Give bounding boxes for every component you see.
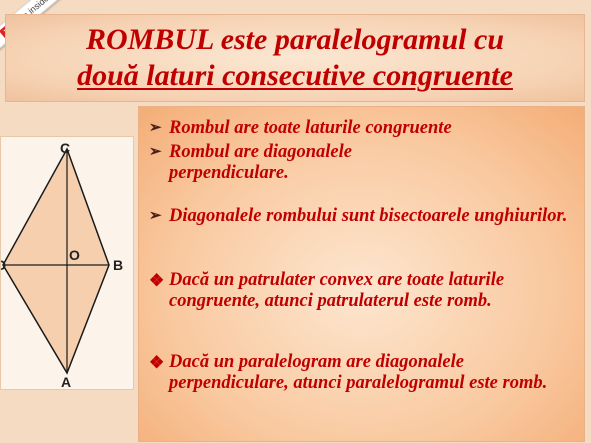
vertex-c-label: C (60, 140, 70, 156)
diamond-bullet-icon: ❖ (149, 271, 165, 290)
property-item: ➢ Diagonalele rombului sunt bisectoarele… (149, 206, 581, 227)
center-o-label: O (69, 247, 80, 263)
arrow-bullet-icon: ➢ (149, 120, 162, 136)
property-text: Rombul are diagonalele perpendiculare. (169, 142, 352, 183)
theorem-item: ❖ Dacă un patrulater convex are toate la… (149, 270, 581, 312)
rhombus-figure: C O D B A (0, 136, 134, 390)
rhombus-shape (2, 147, 110, 375)
property-item: ➢ Rombul are diagonalele perpendiculare. (149, 142, 581, 184)
vertex-d-label: D (1, 257, 6, 273)
title-banner: ROMBUL este paralelogramul cu două latur… (5, 14, 585, 102)
rhombus-diagram: C O D B A (1, 140, 123, 390)
property-text: Rombul are toate laturile congruente (169, 118, 452, 138)
arrow-bullet-icon: ➢ (149, 208, 162, 224)
property-text: Diagonalele rombului sunt bisectoarele u… (169, 206, 568, 226)
property-item: ➢ Rombul are toate laturile congruente (149, 118, 581, 139)
theorem-text: Dacă un paralelogram are diagonalele per… (169, 352, 548, 393)
title-line-1: ROMBUL este paralelogramul cu (85, 23, 505, 56)
properties-panel: ➢ Rombul are toate laturile congruente ➢… (138, 106, 585, 442)
theorem-item: ❖ Dacă un paralelogram are diagonalele p… (149, 352, 581, 394)
vertex-b-label: B (113, 257, 123, 273)
title-line-2: două laturi consecutive congruente (77, 59, 513, 92)
arrow-bullet-icon: ➢ (149, 144, 162, 160)
diamond-bullet-icon: ❖ (149, 353, 165, 372)
theorem-text: Dacă un patrulater convex are toate latu… (169, 270, 505, 311)
vertex-a-label: A (61, 374, 71, 390)
